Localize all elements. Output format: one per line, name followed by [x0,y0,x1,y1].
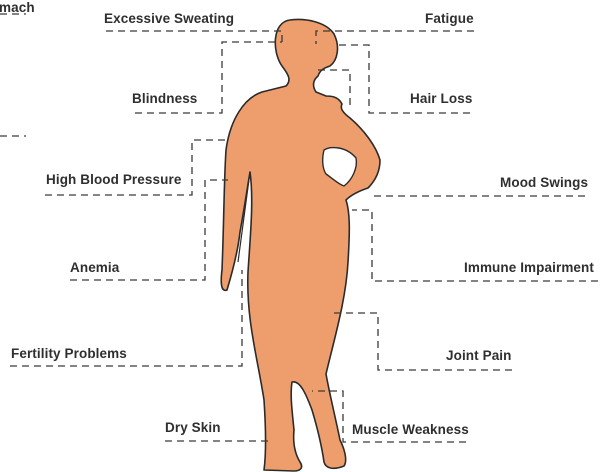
label-fertility-problems: Fertility Problems [11,346,127,362]
leader-excessive-sweating [106,31,282,46]
label-high-blood-pressure: High Blood Pressure [46,172,181,188]
label-fatigue: Fatigue [425,11,474,27]
label-hair-loss: Hair Loss [410,91,472,107]
label-excessive-sweating: Excessive Sweating [104,11,234,27]
female-body-silhouette-icon [221,20,380,471]
body-shape [221,20,380,471]
label-immune-impairment: Immune Impairment [464,260,594,276]
label-dry-skin: Dry Skin [165,420,221,436]
label-anemia: Anemia [70,260,119,276]
label-stomach-partial: mach [0,0,35,16]
label-joint-pain: Joint Pain [446,348,512,364]
label-muscle-weakness: Muscle Weakness [352,422,469,438]
label-blindness: Blindness [132,91,197,107]
leader-fatigue [316,31,474,44]
label-mood-swings: Mood Swings [500,175,588,191]
